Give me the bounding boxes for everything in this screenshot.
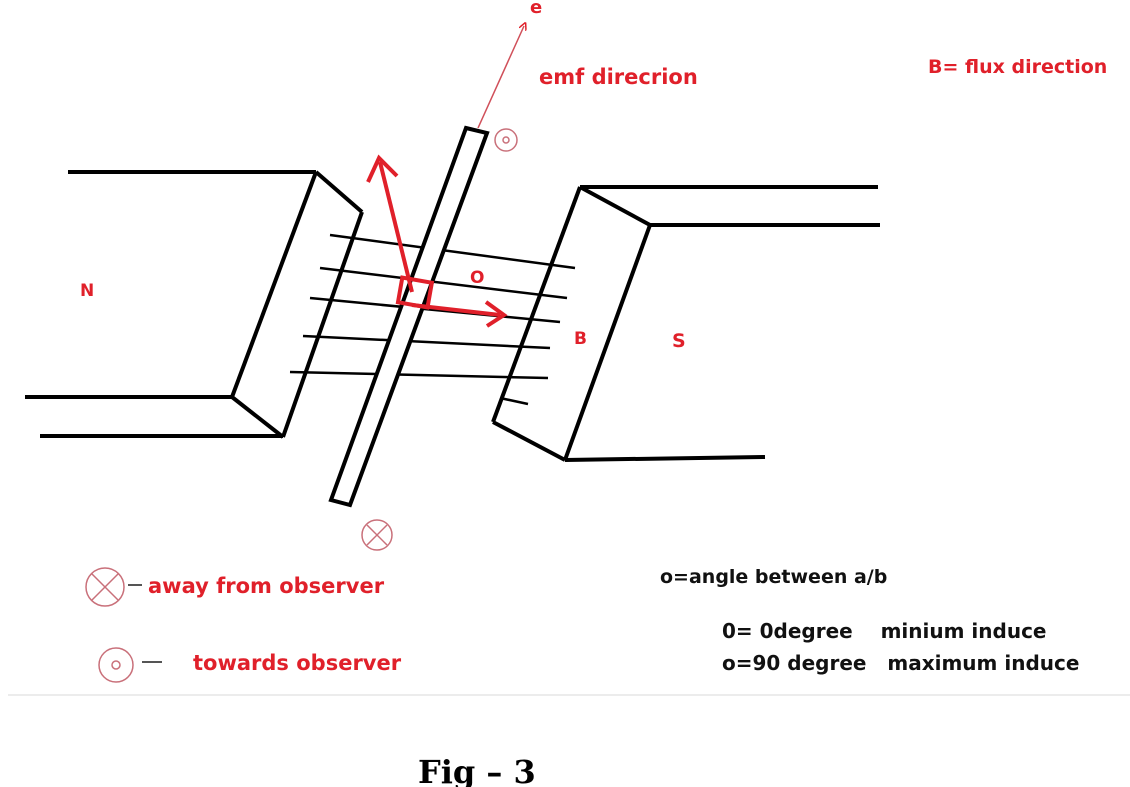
label-emf-direction: emf direcrion (539, 65, 698, 89)
minimum-induce-note: 0= 0degree minium induce (722, 619, 1047, 643)
legend-cross-icon (85, 567, 142, 607)
label-e: e (530, 0, 542, 18)
legend-dot-icon (98, 647, 162, 683)
maximum-induce-note: o=90 degree maximum induce (722, 651, 1079, 675)
cross-symbol-bottom (361, 519, 393, 551)
label-b: B (574, 329, 587, 349)
legend-towards-text: towards observer (193, 651, 402, 675)
flux-lines (289, 233, 576, 406)
emf-arrow (477, 26, 524, 129)
label-north: N (80, 281, 94, 301)
angle-definition: o=angle between a/b (660, 566, 887, 588)
figure-caption: Fig – 3 (418, 753, 536, 787)
dot-symbol-top (494, 128, 518, 152)
conductor (328, 125, 490, 508)
south-pole (491, 185, 880, 462)
vectors (366, 154, 508, 328)
label-theta: O (470, 268, 484, 288)
legend-away-text: away from observer (148, 574, 385, 598)
label-south: S (672, 330, 686, 352)
north-pole (25, 170, 364, 439)
label-flux-direction: B= flux direction (928, 56, 1107, 78)
